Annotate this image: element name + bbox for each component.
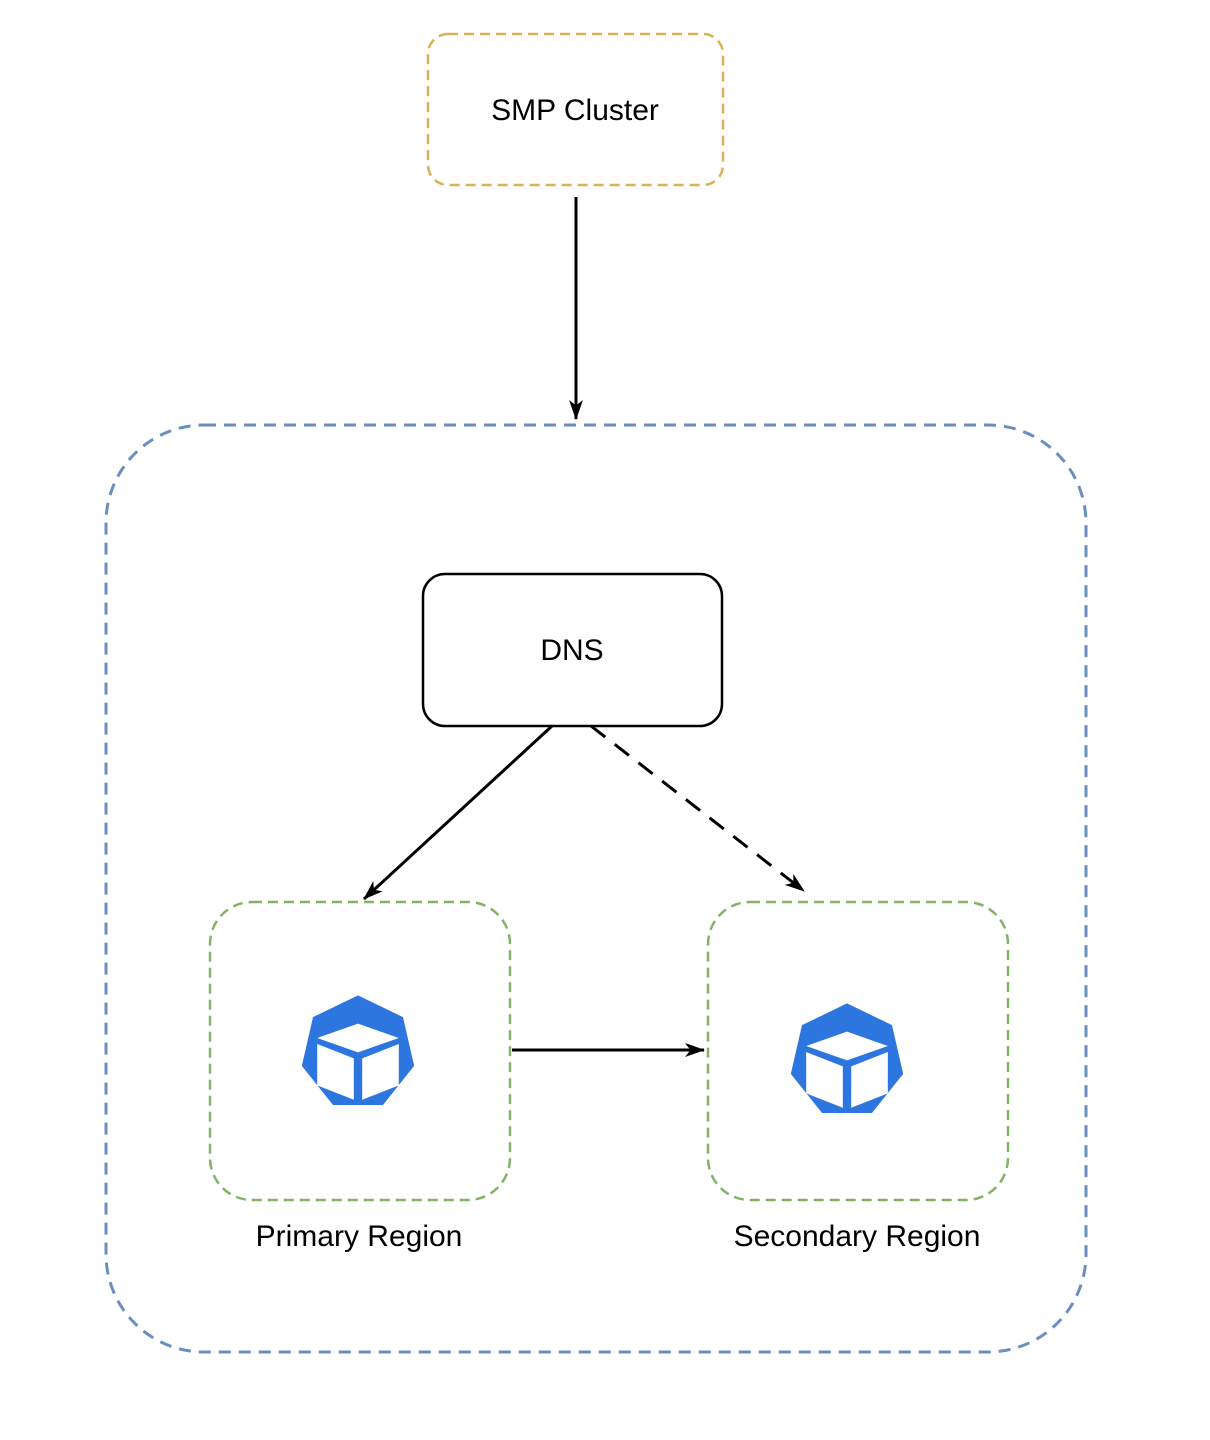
cube-right-face bbox=[851, 1052, 888, 1108]
primary-region-label: Primary Region bbox=[255, 1220, 463, 1253]
dns-zone-container-box[interactable] bbox=[104, 423, 1088, 1354]
dns-box[interactable] bbox=[421, 572, 724, 728]
cube-top-face bbox=[806, 1031, 888, 1061]
cube-top-face bbox=[317, 1023, 399, 1053]
secondary-region-label: Secondary Region bbox=[733, 1220, 981, 1253]
cube-left-face bbox=[317, 1044, 354, 1100]
primary-cluster-icon bbox=[301, 995, 415, 1105]
edge-dns-to-secondary-arrow[interactable] bbox=[590, 724, 805, 893]
edge-dns-to-primary-arrow[interactable] bbox=[362, 724, 554, 901]
smp-cluster-label: SMP Cluster bbox=[491, 94, 659, 127]
cube-right-face bbox=[362, 1044, 399, 1100]
secondary-cluster-icon bbox=[790, 1003, 904, 1113]
dns-label: DNS bbox=[540, 634, 604, 667]
smp-cluster-box[interactable] bbox=[426, 32, 725, 187]
cube-left-face bbox=[806, 1052, 843, 1108]
